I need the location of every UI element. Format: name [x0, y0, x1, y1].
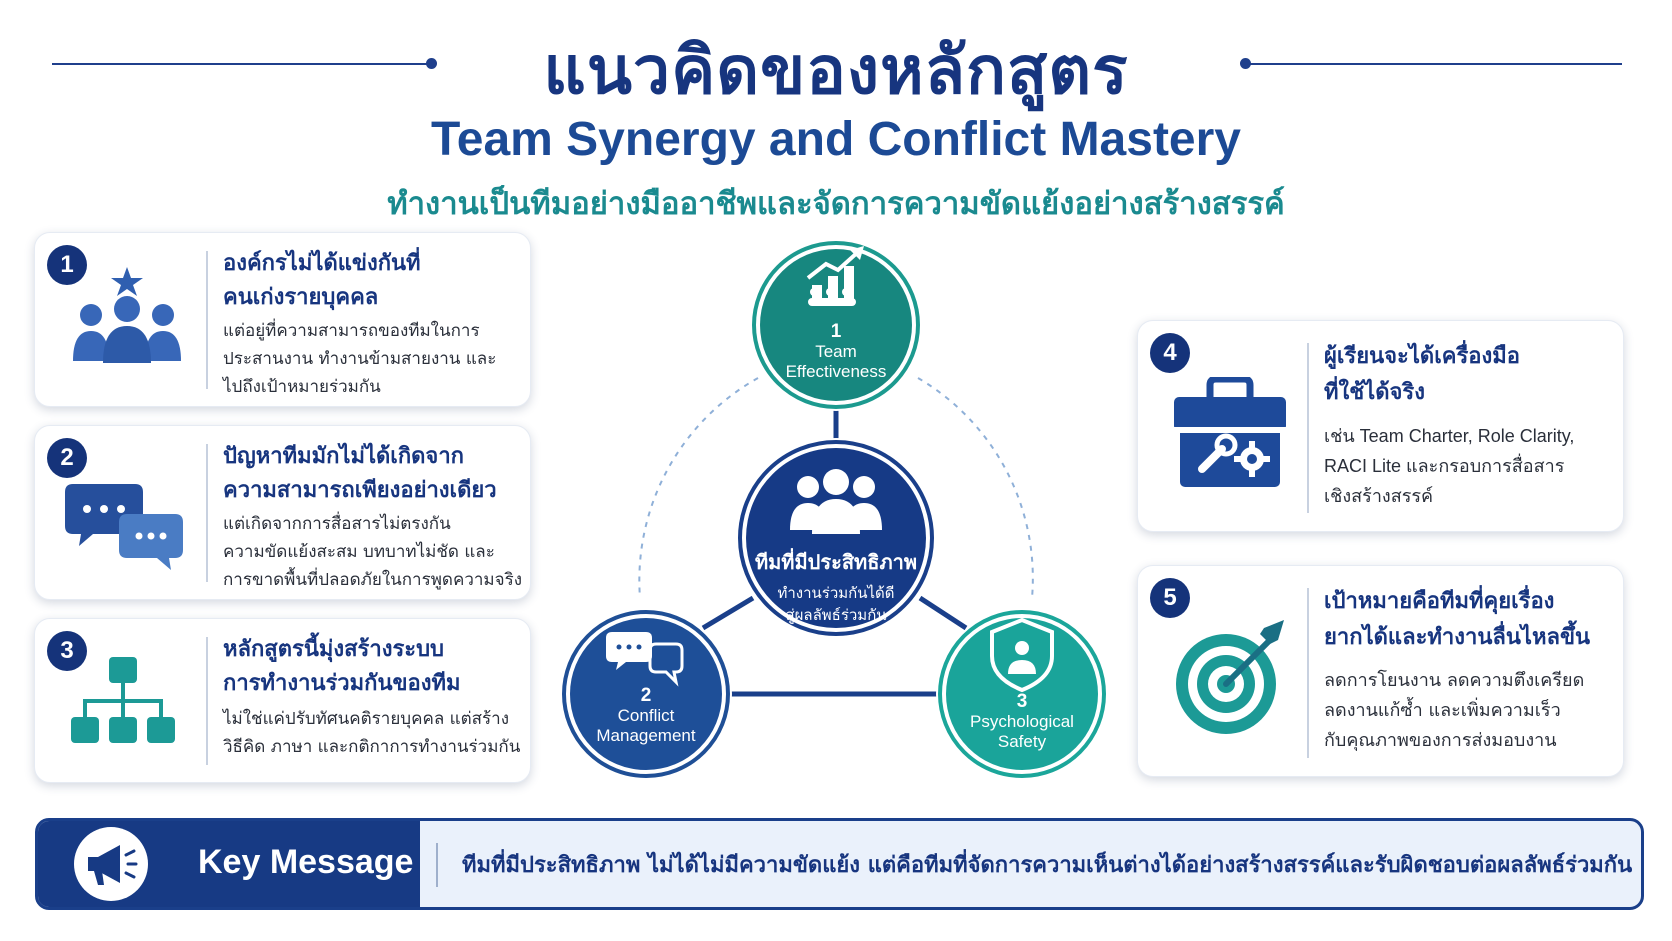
card-number-badge: 5 [1150, 578, 1190, 618]
dashed-arc-left [638, 377, 759, 599]
chat-bubbles-icon [65, 484, 183, 570]
people-star-icon [73, 267, 181, 363]
shield-person-icon [990, 617, 1054, 693]
card-body: ไม่ใช่แค่ปรับทัศนคติรายบุคคล แต่สร้างวิธ… [223, 709, 521, 757]
node-3-label: 3 Psychological Safety [970, 691, 1074, 752]
card-title: หลักสูตรนี้มุ่งสร้างระบบการทำงานร่วมกันข… [223, 637, 461, 696]
center-node-label: ทีมที่มีประสิทธิภาพ ทำงานร่วมกันได้ดี สู… [754, 550, 918, 624]
concept-card-3: 3 หลักสูตรนี้มุ่งสร้างระบบการทำงานร่วมกั… [34, 618, 531, 783]
course-tagline: ทำงานเป็นทีมอย่างมืออาชีพและจัดการความขั… [387, 186, 1285, 222]
card-divider [1307, 343, 1309, 513]
card-number-badge: 2 [47, 438, 87, 478]
card-number-badge: 4 [1150, 333, 1190, 373]
concept-card-5: 5 เป้าหมายคือทีมที่คุยเรื่องยากได้และทำง… [1137, 565, 1624, 777]
key-icon-circle [74, 827, 148, 901]
card-title: เป้าหมายคือทีมที่คุยเรื่องยากได้และทำงาน… [1324, 589, 1591, 650]
concept-card-2: 2 ปัญหาทีมมักไม่ได้เกิดจากความสามารถเพีย… [34, 425, 531, 600]
card-title: องค์กรไม่ได้แข่งกันที่คนเก่งรายบุคคล [223, 251, 421, 310]
concept-card-4: 4 ผู้เรียนจะได้เครื่องมือที่ใช้ได้จริง เ… [1137, 320, 1624, 532]
card-divider [1307, 588, 1309, 758]
target-arrow-icon [1176, 620, 1284, 734]
key-message-label: Key Message [198, 843, 414, 881]
card-number-badge: 1 [47, 245, 87, 285]
org-chart-icon [71, 657, 175, 743]
header-dot-right [1240, 58, 1251, 69]
card-body: แต่เกิดจากการสื่อสารไม่ตรงกันความขัดแย้ง… [223, 514, 523, 590]
node-2-label: 2 Conflict Management [596, 685, 696, 746]
team-group-icon [790, 469, 882, 534]
card-divider [206, 444, 208, 582]
card-divider [206, 251, 208, 389]
connector-right [918, 595, 968, 631]
course-name: Team Synergy and Conflict Mastery [431, 113, 1241, 166]
card-body: เช่น Team Charter, Role Clarity,RACI Lit… [1324, 426, 1575, 506]
growth-chart-icon [806, 246, 864, 306]
key-message-label-panel: Key Message [38, 821, 420, 907]
key-message-divider [436, 843, 438, 887]
card-body: แต่อยู่ที่ความสามารถของทีมในการประสานงาน… [223, 321, 497, 397]
header-dot-left [426, 58, 437, 69]
speech-bubbles-icon [606, 632, 684, 687]
node-1-label: 1 Team Effectiveness [785, 321, 887, 382]
key-message-text: ทีมที่มีประสิทธิภาพ ไม่ได้ไม่มีความขัดแย… [462, 853, 1633, 878]
card-divider [206, 637, 208, 765]
header-line-left [52, 63, 432, 65]
toolbox-icon [1174, 377, 1286, 487]
megaphone-icon [88, 845, 138, 885]
card-body: ลดการโยนงาน ลดความตึงเครียดลดงานแก้ซ้ำ แ… [1324, 670, 1585, 751]
header-line-right [1244, 63, 1622, 65]
key-message-bar: Key Message ทีมที่มีประสิทธิภาพ ไม่ได้ไม… [35, 818, 1644, 910]
card-number-badge: 3 [47, 631, 87, 671]
card-title: ปัญหาทีมมักไม่ได้เกิดจากความสามารถเพียงอ… [223, 444, 497, 503]
dashed-arc-right [917, 377, 1034, 599]
page-title: แนวคิดของหลักสูตร [543, 32, 1129, 109]
card-title: ผู้เรียนจะได้เครื่องมือที่ใช้ได้จริง [1324, 344, 1520, 405]
concept-card-1: 1 องค์กรไม่ได้แข่งกันที่คนเก่งรายบุคคล แ… [34, 232, 531, 407]
